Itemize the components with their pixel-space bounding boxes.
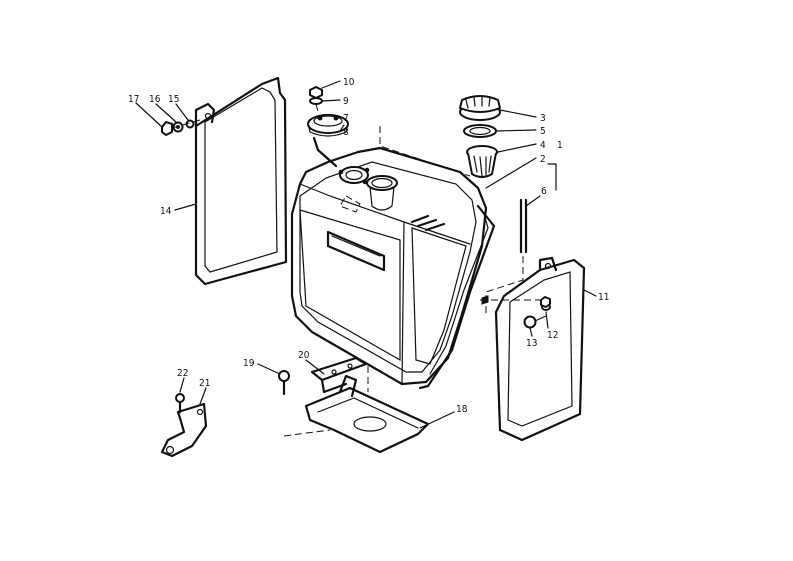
bolt-washer-set-left (161, 119, 201, 136)
callout-15: 15 (168, 94, 179, 105)
fuel-gauge-assembly (307, 86, 349, 168)
right-side-cover (480, 256, 586, 442)
callout-labels: 10 9 7 8 3 5 4 1 2 6 11 12 13 14 17 16 1… (128, 77, 609, 415)
callout-21: 21 (199, 378, 210, 389)
callout-11: 11 (598, 292, 609, 303)
left-side-cover (194, 76, 288, 286)
callout-1: 1 (557, 140, 563, 151)
callout-5: 5 (540, 126, 546, 137)
callout-8: 8 (343, 127, 349, 138)
filler-cap-assembly (379, 95, 501, 178)
callout-7: 7 (343, 113, 349, 124)
vent-pipe (481, 198, 528, 316)
callout-20: 20 (298, 350, 310, 361)
callout-4: 4 (540, 140, 546, 151)
callout-14: 14 (160, 206, 172, 217)
callout-13: 13 (526, 338, 537, 349)
callout-19: 19 (243, 358, 255, 369)
callout-12: 12 (547, 330, 558, 341)
callout-16: 16 (149, 94, 161, 105)
fuel-tank-body (290, 146, 496, 390)
callout-6: 6 (541, 186, 547, 197)
callout-10: 10 (343, 77, 355, 88)
callout-3: 3 (540, 113, 546, 124)
callout-22: 22 (177, 368, 188, 379)
leader-lines (135, 80, 597, 429)
callout-17: 17 (128, 94, 139, 105)
tank-support-bracket (278, 356, 430, 454)
callout-9: 9 (343, 96, 349, 107)
mounting-bracket-small (160, 393, 208, 458)
callout-18: 18 (456, 404, 468, 415)
callout-2: 2 (540, 154, 546, 165)
